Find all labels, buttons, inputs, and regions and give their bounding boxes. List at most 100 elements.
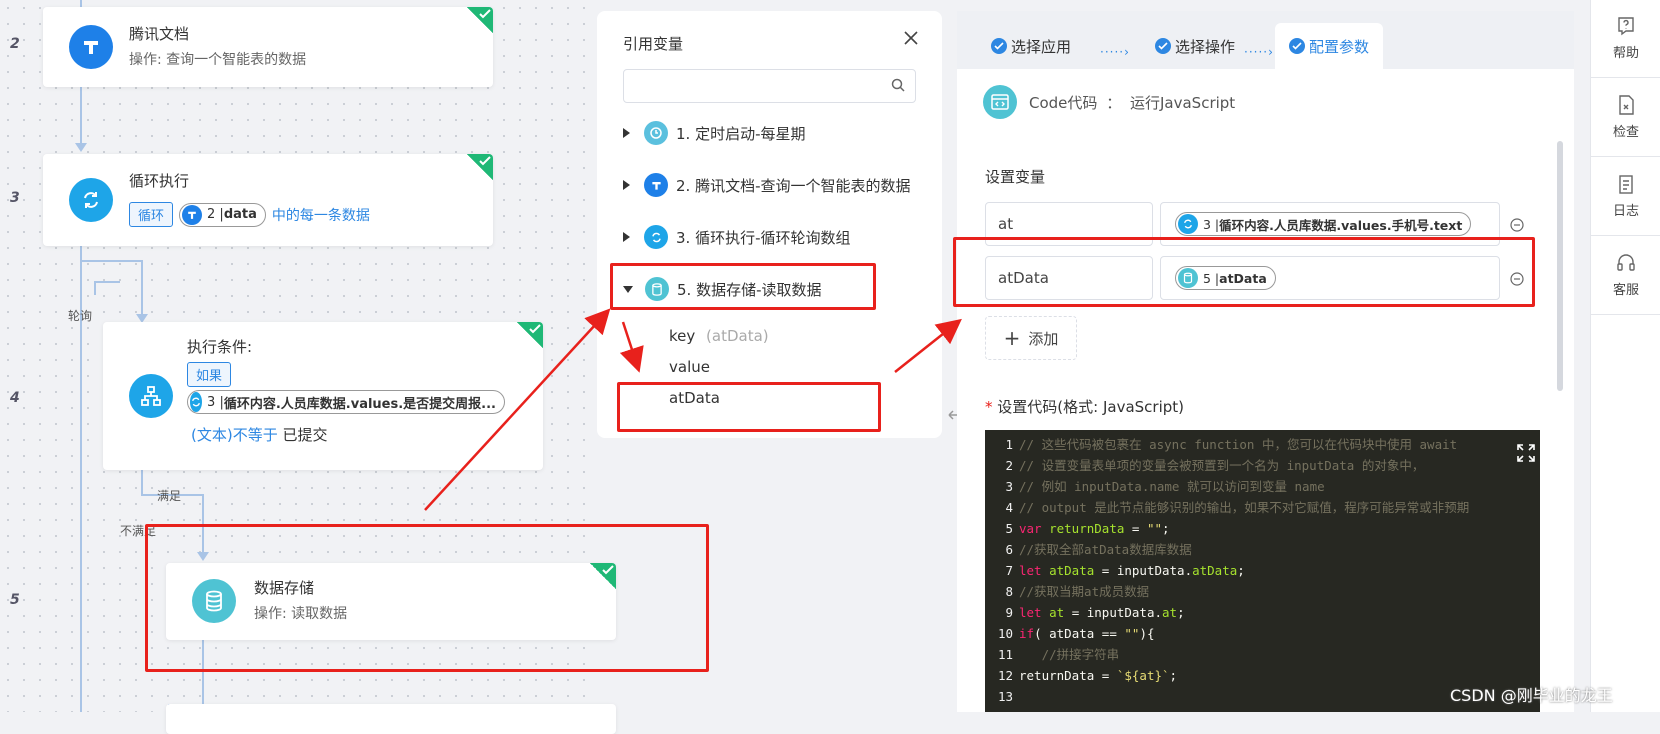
if-tag: 如果 bbox=[187, 362, 232, 387]
code-text: // 这些代码被包裹在 async function 中，您可以在代码块中使用 … bbox=[1019, 437, 1458, 452]
line-number: 6 bbox=[1005, 542, 1013, 557]
sidebar-item-help[interactable]: 帮助 bbox=[1591, 0, 1660, 78]
step-number: 2 bbox=[10, 36, 20, 52]
line-number: 11 bbox=[997, 647, 1013, 662]
code-text: //拼接字符串 bbox=[1019, 647, 1120, 662]
pill-variable: 循环内容.人员库数据.values.是否提交周报... bbox=[223, 396, 496, 412]
node-condition[interactable]: 执行条件: 如果 3 | 循环内容.人员库数据.values.是否提交周报...… bbox=[103, 322, 543, 470]
database-icon bbox=[645, 277, 669, 301]
headset-icon bbox=[1617, 254, 1635, 271]
code-line[interactable]: 6//获取全部atData数据库数据 bbox=[985, 539, 1540, 560]
remove-variable-icon[interactable] bbox=[1510, 272, 1524, 290]
expand-icon[interactable] bbox=[623, 232, 630, 242]
search-field[interactable] bbox=[632, 70, 882, 100]
remove-variable-icon[interactable] bbox=[1510, 218, 1524, 236]
code-text: var returnData = ""; bbox=[1019, 521, 1170, 536]
app-separator: ： bbox=[1106, 94, 1122, 112]
node-title: 腾讯文档 bbox=[129, 25, 190, 43]
code-line[interactable]: 13 bbox=[985, 686, 1540, 707]
code-line[interactable]: 8//获取当期at成员数据 bbox=[985, 581, 1540, 602]
ref-sub-item-value[interactable]: value bbox=[669, 358, 710, 376]
code-text: //获取当期at成员数据 bbox=[1019, 584, 1150, 599]
ref-sub-item-atdata[interactable]: atData bbox=[669, 389, 720, 407]
expand-icon[interactable] bbox=[623, 128, 630, 138]
tab-select-app[interactable]: 选择应用 bbox=[977, 23, 1085, 69]
code-text: returnData = `${at}`; bbox=[1019, 668, 1178, 683]
step-number: 5 bbox=[10, 592, 20, 608]
branch-yes-label: 满足 bbox=[157, 489, 182, 503]
line-number: 4 bbox=[1005, 500, 1013, 515]
code-line[interactable]: 3// 例如 inputData.name 就可以访问到变量 name bbox=[985, 476, 1540, 497]
line-number: 13 bbox=[997, 689, 1013, 704]
sub-item-label: key bbox=[669, 327, 696, 345]
sub-item-label: value bbox=[669, 358, 710, 376]
fullscreen-icon[interactable] bbox=[1516, 443, 1536, 467]
log-icon bbox=[1619, 175, 1633, 194]
node-loop[interactable]: 循环执行 循环 2 | data 中的每一条数据 bbox=[43, 154, 493, 246]
variable-pill[interactable]: 5 | atData bbox=[1175, 266, 1276, 290]
search-icon[interactable] bbox=[891, 78, 905, 96]
scrollbar[interactable] bbox=[1557, 141, 1563, 391]
variable-pill[interactable]: 2 | data bbox=[179, 202, 266, 227]
code-app-icon bbox=[983, 85, 1017, 119]
tab-configure-params[interactable]: 配置参数 bbox=[1275, 23, 1384, 69]
tab-select-operation[interactable]: 选择操作 bbox=[1141, 23, 1249, 69]
expand-icon[interactable] bbox=[623, 180, 630, 190]
sidebar-item-label: 检查 bbox=[1612, 125, 1639, 140]
check-circle-icon bbox=[991, 38, 1007, 54]
app-name: Code代码 bbox=[1029, 94, 1098, 112]
variable-name-input[interactable]: atData bbox=[985, 256, 1153, 300]
ref-item-trigger[interactable]: 1. 定时启动-每星期 bbox=[623, 121, 806, 145]
highlight-box bbox=[610, 263, 876, 310]
connector-arrow bbox=[197, 552, 209, 561]
code-line[interactable]: 4// output 是此节点能够识别的输出，如果不对它赋值，程序可能异常或非预… bbox=[985, 497, 1540, 518]
add-label: 添加 bbox=[1028, 329, 1059, 348]
sidebar-item-support[interactable]: 客服 bbox=[1591, 237, 1660, 315]
condition-value: 已提交 bbox=[282, 426, 328, 444]
variable-pill[interactable]: 3 | 循环内容.人员库数据.values.手机号.text bbox=[1175, 212, 1472, 236]
search-input[interactable] bbox=[623, 69, 916, 103]
line-number: 7 bbox=[1005, 563, 1013, 578]
success-check-icon bbox=[467, 154, 493, 180]
step-separator-icon: ·····› bbox=[1244, 45, 1274, 59]
close-icon[interactable] bbox=[904, 31, 918, 49]
plus-icon: + bbox=[1003, 326, 1021, 350]
panel-title: 引用变量 bbox=[623, 35, 684, 53]
sidebar-item-inspect[interactable]: 检查 bbox=[1591, 79, 1660, 157]
connector bbox=[94, 281, 120, 283]
branch-icon bbox=[129, 374, 173, 418]
sidebar-item-log[interactable]: 日志 bbox=[1591, 158, 1660, 236]
node-tencent-docs[interactable]: 腾讯文档 操作: 查询一个智能表的数据 bbox=[43, 7, 493, 87]
pill-number: 5 | bbox=[1203, 270, 1220, 286]
ref-item-docs[interactable]: 2. 腾讯文档-查询一个智能表的数据 bbox=[623, 173, 911, 197]
node-data-storage[interactable]: 数据存储 操作: 读取数据 bbox=[166, 563, 616, 640]
ref-item-label: 3. 循环执行-循环轮询数组 bbox=[676, 228, 851, 247]
code-line[interactable]: 1// 这些代码被包裹在 async function 中，您可以在代码块中使用… bbox=[985, 434, 1540, 455]
line-number: 2 bbox=[1005, 458, 1013, 473]
connector bbox=[141, 470, 143, 495]
code-line[interactable]: 2// 设置变量表单项的变量会被预置到一个名为 inputData 的对象中， bbox=[985, 455, 1540, 476]
steps-tabbar: 选择应用 ·····› 选择操作 ·····› 配置参数 bbox=[957, 11, 1574, 69]
ref-sub-item-key[interactable]: key (atData) bbox=[669, 327, 769, 345]
ref-item-loop[interactable]: 3. 循环执行-循环轮询数组 bbox=[623, 225, 851, 249]
arrow-line bbox=[424, 308, 611, 511]
add-variable-button[interactable]: + 添加 bbox=[985, 316, 1077, 360]
pill-variable: atData bbox=[1219, 270, 1267, 286]
ref-item-storage[interactable]: 5. 数据存储-读取数据 bbox=[623, 277, 822, 301]
variables-section-title: 设置变量 bbox=[985, 168, 1046, 186]
loop-icon bbox=[69, 178, 113, 222]
pill-variable: 循环内容.人员库数据.values.手机号.text bbox=[1219, 217, 1463, 233]
code-editor[interactable]: 1// 这些代码被包裹在 async function 中，您可以在代码块中使用… bbox=[985, 430, 1540, 712]
sidebar-item-label: 日志 bbox=[1612, 204, 1639, 219]
variable-value-input[interactable]: 5 | atData bbox=[1160, 256, 1500, 300]
collapse-icon[interactable] bbox=[623, 285, 633, 293]
code-line[interactable]: 11 //拼接字符串 bbox=[985, 644, 1540, 665]
variable-pill[interactable]: 3 | 循环内容.人员库数据.values.是否提交周报... bbox=[187, 390, 505, 414]
connector bbox=[80, 87, 82, 147]
node-subtitle: 操作: 读取数据 bbox=[254, 606, 348, 622]
